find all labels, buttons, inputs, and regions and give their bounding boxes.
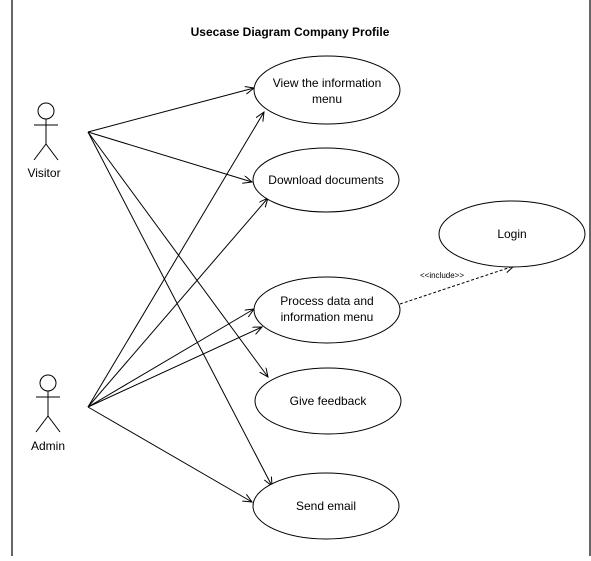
usecase-process-line2: information menu xyxy=(281,310,374,324)
include-relation xyxy=(399,266,514,305)
assoc-admin-process xyxy=(87,309,254,408)
usecase-login-label: Login xyxy=(497,227,526,241)
assoc-admin-download xyxy=(87,198,268,408)
usecase-view-info-line2: menu xyxy=(312,92,342,106)
usecase-feedback: Give feedback xyxy=(254,367,402,435)
assoc-admin-view xyxy=(87,112,264,408)
usecase-download: Download documents xyxy=(252,147,400,213)
actor-visitor-figure xyxy=(33,102,59,161)
associations xyxy=(87,88,272,502)
assoc-visitor-download xyxy=(87,131,252,182)
assoc-visitor-feedback xyxy=(87,131,268,377)
actor-admin-label: Admin xyxy=(31,439,65,453)
usecase-process: Process data and information menu xyxy=(253,276,401,344)
usecase-view-info-line1: View the information xyxy=(273,76,382,90)
usecase-email: Send email xyxy=(252,472,400,540)
usecase-process-line1: Process data and xyxy=(280,294,373,308)
actor-admin-figure xyxy=(35,374,61,433)
assoc-admin-email xyxy=(87,406,252,502)
usecase-view-info: View the information menu xyxy=(253,55,401,125)
assoc-admin-feedback xyxy=(87,327,262,408)
usecase-feedback-label: Give feedback xyxy=(290,394,368,408)
actor-visitor-label: Visitor xyxy=(27,166,60,180)
diagram-title: Usecase Diagram Company Profile xyxy=(191,25,390,39)
assoc-visitor-view xyxy=(87,88,254,133)
include-label: <<include>> xyxy=(420,271,464,280)
assoc-visitor-email xyxy=(87,131,272,486)
usecase-login: Login xyxy=(438,200,586,268)
usecase-download-label: Download documents xyxy=(268,173,383,187)
usecase-email-label: Send email xyxy=(296,499,356,513)
